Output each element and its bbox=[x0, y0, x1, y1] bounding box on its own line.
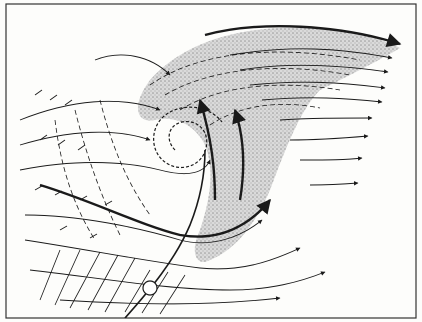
front-marker bbox=[143, 281, 157, 295]
frontal-hatching bbox=[40, 250, 185, 314]
front-line bbox=[125, 150, 205, 318]
cloud-band-region bbox=[138, 28, 400, 262]
